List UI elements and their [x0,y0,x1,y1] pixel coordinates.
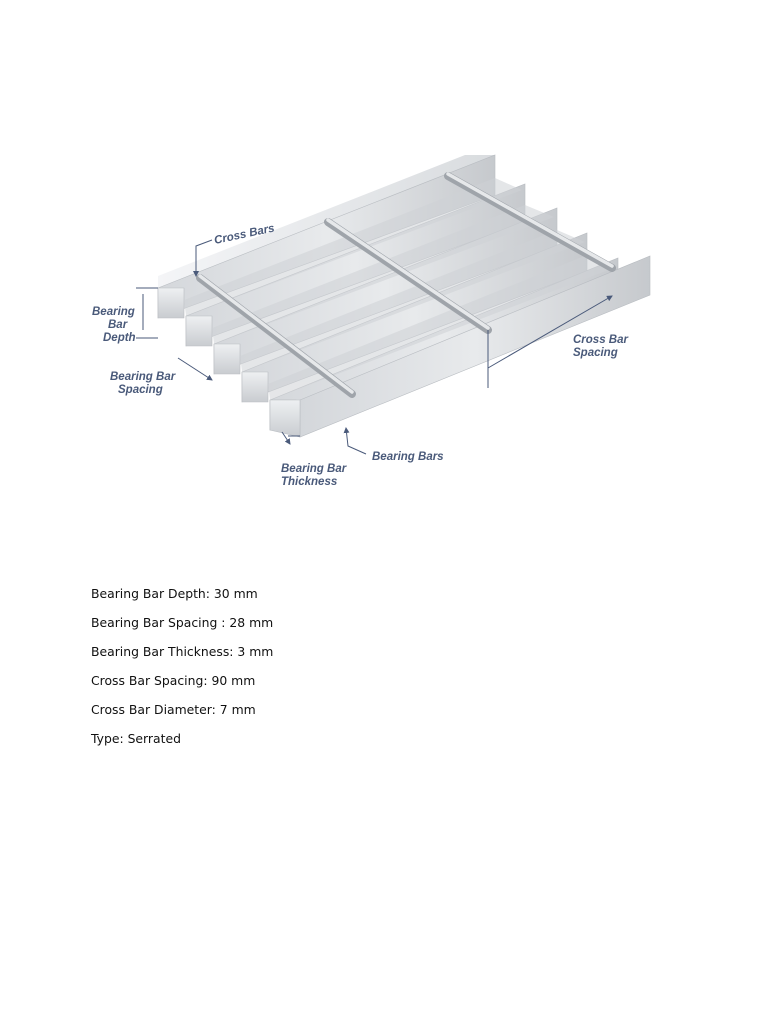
spec-type: Type: Serrated [91,731,181,746]
spec-cross-bar-diameter: Cross Bar Diameter: 7 mm [91,702,256,717]
bearing-bar [269,255,651,438]
spec-list: Bearing Bar Depth: 30 mm Bearing Bar Spa… [91,585,273,759]
label-bearing-bar-depth: Bearing Bar Depth [92,306,138,344]
cross-bar-spacing-arrow [487,295,613,369]
spec-cross-bar-spacing: Cross Bar Spacing: 90 mm [91,673,256,688]
label-bearing-bar-thickness: Bearing Bar Thickness [281,463,349,488]
label-bearing-bar-spacing: Bearing Bar Spacing [110,371,178,396]
cross-bar [444,172,616,272]
bar-grating-diagram: Cross Bars Bearing Bar Depth Bearing Bar… [92,154,651,488]
cross-bars [196,172,616,398]
cross-bar [196,274,356,398]
spec-bearing-bar-thickness: Bearing Bar Thickness: 3 mm [91,644,274,659]
annotations [136,239,613,455]
bearing-bar-spacing-arrow [177,357,213,381]
diagram-labels: Cross Bars Bearing Bar Depth Bearing Bar… [92,222,631,488]
bearing-bar-gaps [184,178,616,400]
spec-bearing-bar-spacing: Bearing Bar Spacing : 28 mm [91,615,274,630]
cross-bar [324,218,492,334]
cross-bars-leader [193,239,213,277]
spec-bearing-bar-depth: Bearing Bar Depth: 30 mm [91,586,258,601]
bearing-bars-leader [343,427,367,455]
bearing-bar-thickness-arrow [281,431,291,445]
label-bearing-bars: Bearing Bars [372,451,444,463]
label-cross-bar-spacing: Cross Bar Spacing [573,334,631,359]
